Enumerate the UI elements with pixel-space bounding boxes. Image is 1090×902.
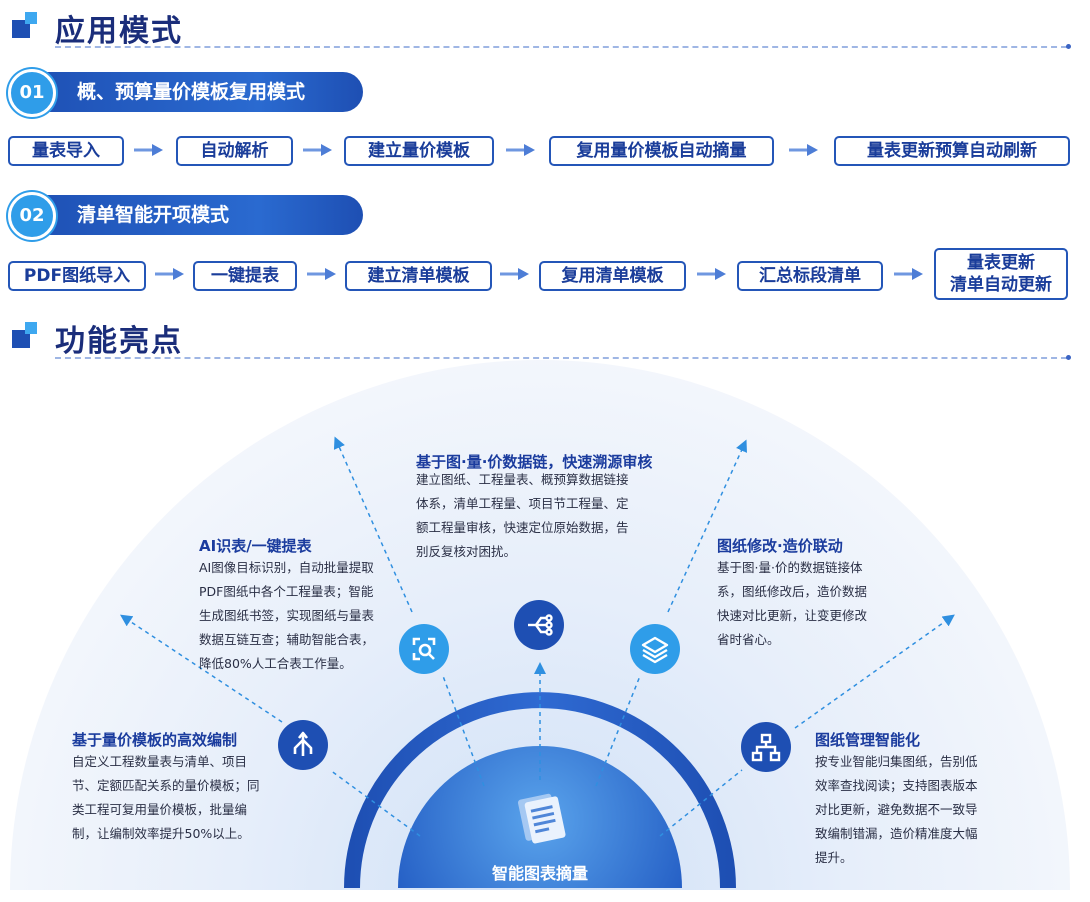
mode1-step-5: 量表更新预算自动刷新 [834, 136, 1070, 166]
feature-line: 效率查找阅读；支持图表版本 [815, 778, 978, 793]
section-divider [55, 46, 1067, 48]
arrow-icon [789, 144, 818, 156]
scan-search-icon [399, 624, 449, 674]
arrow-icon [894, 268, 923, 280]
section-title-modes: 应用模式 [55, 14, 183, 49]
section-title-features: 功能亮点 [55, 324, 183, 359]
spoke-line [595, 675, 641, 787]
document-stack-icon [517, 793, 566, 844]
feature-title: 基于量价模板的高效编制 [72, 731, 238, 749]
spoke-line [333, 436, 413, 613]
feature-line: AI图像目标识别，自动批量提取 [199, 560, 374, 575]
mode1-step-3: 建立量价模板 [344, 136, 494, 166]
arrow-icon [155, 268, 184, 280]
feature-text: 按专业智能归集图纸，告别低 效率查找阅读；支持图表版本 对比更新，避免数据不一致… [815, 750, 1020, 870]
mode1-step-4: 复用量价模板自动摘量 [549, 136, 774, 166]
mode-label-01: 概、预算量价模板复用模式 [77, 81, 306, 103]
feature-text: 基于图·量·价的数据链接体 系，图纸修改后，造价数据 快速对比更新，让变更修改 … [717, 556, 907, 652]
mode2-step-2: 一键提表 [193, 261, 297, 291]
divider-end-dot [1066, 44, 1071, 49]
feature-line: 生成图纸书签，实现图纸与量表 [199, 608, 375, 623]
split-arrow-icon [278, 720, 328, 770]
feature-title: AI识表/一键提表 [199, 537, 312, 555]
mode2-step-1: PDF图纸导入 [8, 261, 146, 291]
mode2-step-6: 量表更新 清单自动更新 [934, 248, 1068, 300]
feature-line: 按专业智能归集图纸，告别低 [815, 754, 978, 769]
feature-line: 对比更新，避免数据不一致导 [815, 802, 978, 817]
mode2-step-6-line-1: 量表更新 [967, 253, 1035, 273]
spoke-line [659, 769, 743, 837]
mode2-step-5: 汇总标段清单 [737, 261, 883, 291]
feature-line: 基于图·量·价的数据链接体 [717, 560, 863, 575]
mode-number-01: 01 [8, 69, 56, 117]
arrow-icon [697, 268, 726, 280]
feature-line: 降低80%人工合表工作量。 [199, 656, 352, 671]
spoke-line [667, 439, 747, 613]
mode2-step-4: 复用清单模板 [539, 261, 686, 291]
feature-text: 自定义工程数量表与清单、项目 节、定额匹配关系的量价模板；同 类工程可复用量价模… [72, 750, 282, 846]
feature-line: 快速对比更新，让变更修改 [717, 608, 868, 623]
mode-label-02: 清单智能开项模式 [77, 204, 230, 226]
mode-banner-02 [18, 195, 363, 235]
feature-line: 类工程可复用量价模板，批量编 [72, 802, 248, 817]
mode2-step-6-line-2: 清单自动更新 [950, 275, 1052, 295]
spoke-line [442, 675, 485, 787]
feature-title: 图纸修改·造价联动 [717, 537, 843, 555]
arrow-icon [303, 144, 332, 156]
feature-line: 建立图纸、工程量表、概预算数据链接 [416, 472, 629, 487]
feature-line: 节、定额匹配关系的量价模板；同 [72, 778, 260, 793]
feature-line: 别反复核对困扰。 [416, 544, 517, 559]
feature-line: 自定义工程数量表与清单、项目 [72, 754, 248, 769]
section-icon [12, 322, 40, 350]
feature-line: 致编制错漏，造价精准度大幅 [815, 826, 978, 841]
arrow-icon [134, 144, 163, 156]
arrow-icon [506, 144, 535, 156]
divider-end-dot [1066, 355, 1071, 360]
hub-label: 智能图表摘量 [491, 864, 588, 883]
feature-line: 系，图纸修改后，造价数据 [717, 584, 868, 599]
feature-text: 建立图纸、工程量表、概预算数据链接 体系，清单工程量、项目节工程量、定 额工程量… [416, 468, 686, 564]
arrow-icon [500, 268, 529, 280]
feature-title: 图纸管理智能化 [815, 731, 921, 749]
feature-line: 体系，清单工程量、项目节工程量、定 [416, 496, 629, 511]
feature-line: 额工程量审核，快速定位原始数据，告 [416, 520, 629, 535]
feature-line: 制，让编制效率提升50%以上。 [72, 826, 250, 841]
mode-number-02: 02 [8, 192, 56, 240]
feature-line: 提升。 [815, 850, 853, 865]
layers-icon [630, 624, 680, 674]
feature-line: 数据互链互查；辅助智能合表， [199, 632, 375, 647]
data-link-icon [514, 600, 564, 650]
mode-banner-01 [18, 72, 363, 112]
arrow-icon [307, 268, 336, 280]
section-divider [55, 357, 1067, 359]
mode2-step-3: 建立清单模板 [345, 261, 492, 291]
section-icon [12, 12, 40, 40]
mode1-step-2: 自动解析 [176, 136, 293, 166]
feature-line: PDF图纸中各个工程量表；智能 [199, 584, 374, 599]
feature-line: 省时省心。 [717, 632, 780, 647]
hierarchy-icon [741, 722, 791, 772]
feature-title: 基于图·量·价数据链，快速溯源审核 [416, 453, 653, 471]
feature-text: AI图像目标识别，自动批量提取 PDF图纸中各个工程量表；智能 生成图纸书签，实… [199, 556, 394, 676]
mode1-step-1: 量表导入 [8, 136, 124, 166]
spoke-line [329, 769, 421, 837]
